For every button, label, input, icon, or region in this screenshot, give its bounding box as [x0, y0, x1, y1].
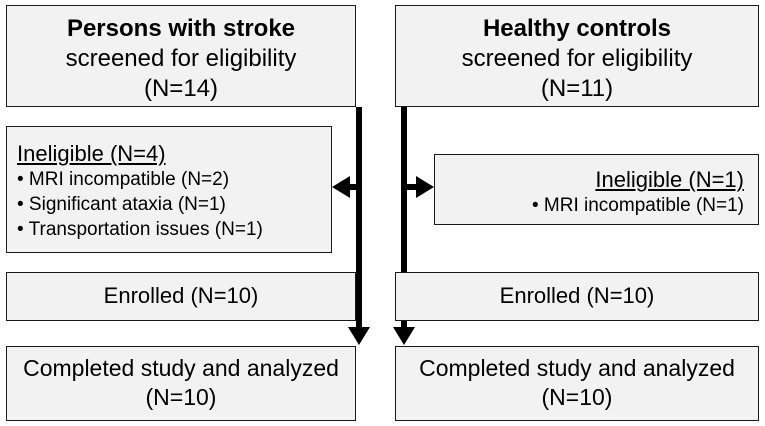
- stroke-down-arrowhead: [348, 327, 370, 345]
- stroke-completed-label: Completed study and analyzed: [23, 355, 339, 381]
- healthy-enrolled-label: Enrolled (N=10): [499, 283, 655, 308]
- list-item: • Transportation issues (N=1): [17, 219, 263, 240]
- healthy-down-arrowhead: [393, 327, 415, 345]
- healthy-enrolled-box: Enrolled (N=10): [395, 272, 759, 321]
- stroke-ineligible-box: Ineligible (N=4) • MRI incompatible (N=2…: [6, 126, 332, 253]
- stroke-screen-subtitle: screened for eligibility: [65, 45, 297, 72]
- list-item: • Significant ataxia (N=1): [17, 194, 226, 215]
- healthy-screen-subtitle: screened for eligibility: [461, 45, 693, 72]
- stroke-ineligible-heading: Ineligible (N=4): [17, 141, 166, 166]
- stroke-screening-box: Persons with stroke screened for eligibi…: [6, 5, 356, 107]
- healthy-screen-title: Healthy controls: [482, 15, 672, 42]
- healthy-ineligible-heading: Ineligible (N=1): [595, 167, 744, 192]
- healthy-ineligible-box: Ineligible (N=1) • MRI incompatible (N=1…: [434, 154, 759, 225]
- stroke-enrolled-box: Enrolled (N=10): [6, 272, 356, 321]
- stroke-screen-count: (N=14): [143, 75, 219, 102]
- healthy-completed-count: (N=10): [541, 384, 613, 410]
- list-item: • MRI incompatible (N=1): [531, 195, 744, 216]
- stroke-ineligible-list: • MRI incompatible (N=2) • Significant a…: [17, 167, 331, 242]
- stroke-completed-box: Completed study and analyzed (N=10): [6, 346, 356, 421]
- healthy-ineligible-list: • MRI incompatible (N=1): [435, 193, 744, 218]
- stroke-enrolled-label: Enrolled (N=10): [103, 283, 259, 308]
- healthy-screening-box: Healthy controls screened for eligibilit…: [395, 5, 759, 107]
- stroke-completed-count: (N=10): [145, 384, 217, 410]
- stroke-screen-title: Persons with stroke: [66, 15, 296, 42]
- healthy-completed-box: Completed study and analyzed (N=10): [395, 346, 759, 421]
- healthy-screen-count: (N=11): [540, 75, 614, 102]
- healthy-completed-label: Completed study and analyzed: [419, 355, 735, 381]
- stroke-left-arrowhead: [332, 176, 350, 198]
- healthy-right-arrowhead: [416, 176, 434, 198]
- list-item: • MRI incompatible (N=2): [17, 169, 230, 190]
